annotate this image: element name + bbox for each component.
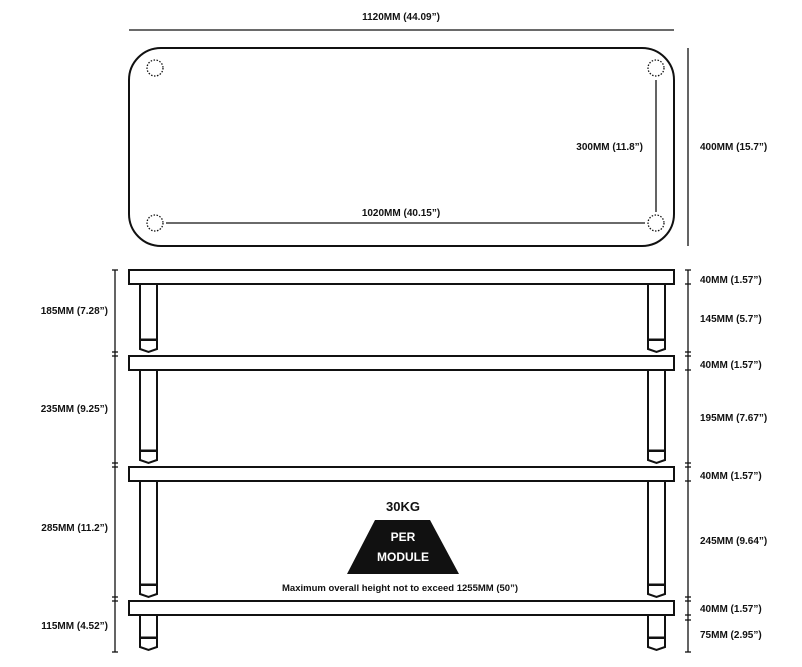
width-label: 1120MM (44.09”) [362, 12, 440, 23]
shelf [128, 466, 675, 482]
spike-foot-icon [647, 637, 666, 652]
dimension-label: 40MM (1.57”) [700, 471, 762, 482]
weight-trapezoid-icon [347, 520, 459, 574]
shelf [128, 269, 675, 285]
hole-icon [146, 59, 164, 77]
dimension-label: 235MM (9.25”) [41, 404, 108, 415]
leg [139, 480, 158, 586]
leg [139, 614, 158, 639]
hole-width-label: 1020MM (40.15”) [362, 208, 440, 219]
spike-foot-icon [647, 450, 666, 465]
side-right-labels: 40MM (1.57”) 145MM (5.7”) 40MM (1.57”) 1… [700, 275, 767, 641]
load-rating: 30KG PER MODULE Maximum overall height n… [282, 499, 518, 594]
hole-icon [647, 214, 665, 232]
spike-holes [146, 59, 665, 232]
load-line2: MODULE [377, 550, 429, 564]
dimension-label: 285MM (11.2”) [41, 523, 108, 534]
dimension-label: 115MM (4.52”) [41, 621, 108, 632]
leg [139, 369, 158, 452]
shelf [128, 355, 675, 371]
top-view: 1120MM (44.09”) 400MM (15.7”) 300MM (11.… [128, 12, 767, 247]
dimension-label: 40MM (1.57”) [700, 604, 762, 615]
hole-icon [647, 59, 665, 77]
spike-foot-icon [139, 637, 158, 652]
spike-foot-icon [139, 584, 158, 599]
leg [139, 283, 158, 341]
dimension-label: 75MM (2.95”) [700, 630, 762, 641]
hole-icon [146, 214, 164, 232]
leg [647, 369, 666, 452]
dimension-label: 145MM (5.7”) [700, 314, 762, 325]
spike-foot-icon [139, 339, 158, 354]
shelf-top-outline [128, 47, 675, 247]
spike-foot-icon [647, 339, 666, 354]
hole-depth-label: 300MM (11.8”) [576, 142, 643, 153]
leg [647, 614, 666, 639]
leg [647, 283, 666, 341]
dimension-label: 40MM (1.57”) [700, 275, 762, 286]
max-height-note: Maximum overall height not to exceed 125… [282, 583, 518, 594]
spike-foot-icon [139, 450, 158, 465]
shelf [128, 600, 675, 616]
depth-label: 400MM (15.7”) [700, 142, 767, 153]
side-view [112, 269, 691, 653]
dimension-label: 185MM (7.28”) [41, 306, 108, 317]
side-left-labels: 185MM (7.28”) 235MM (9.25”) 285MM (11.2”… [41, 306, 108, 632]
spike-foot-icon [647, 584, 666, 599]
dimension-label: 40MM (1.57”) [700, 360, 762, 371]
load-weight: 30KG [386, 499, 420, 514]
leg [647, 480, 666, 586]
dimension-label: 245MM (9.64”) [700, 536, 767, 547]
load-line1: PER [391, 530, 416, 544]
dimension-label: 195MM (7.67”) [700, 413, 767, 424]
